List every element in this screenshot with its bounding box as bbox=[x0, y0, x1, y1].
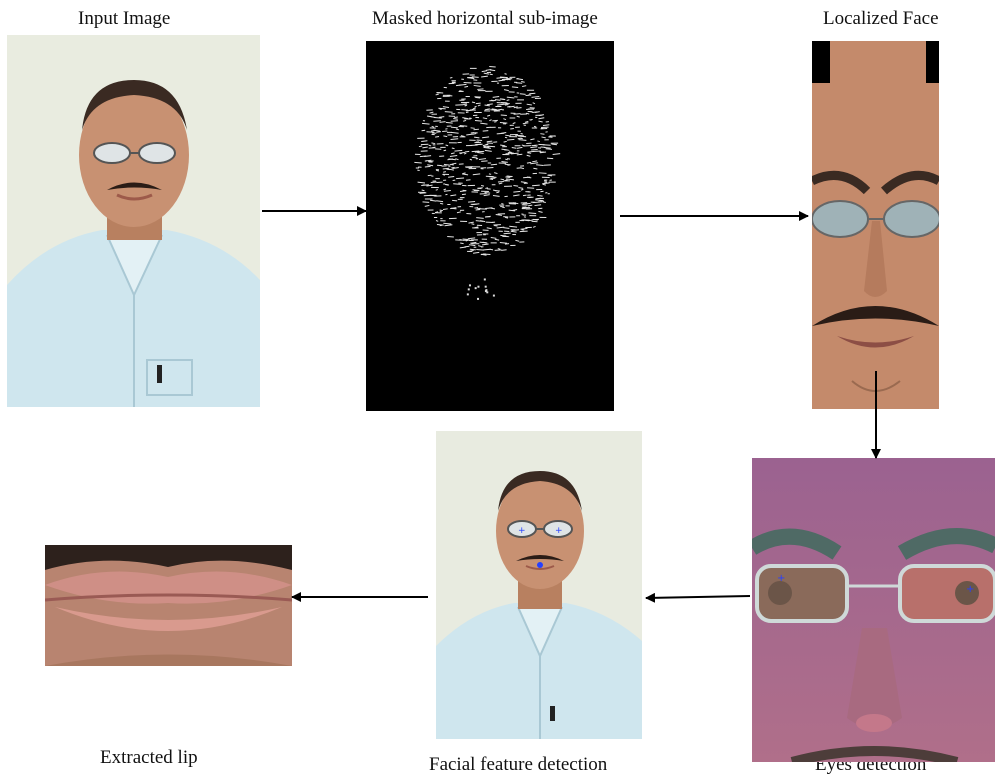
arrow-eyes-to-facial bbox=[646, 596, 750, 598]
